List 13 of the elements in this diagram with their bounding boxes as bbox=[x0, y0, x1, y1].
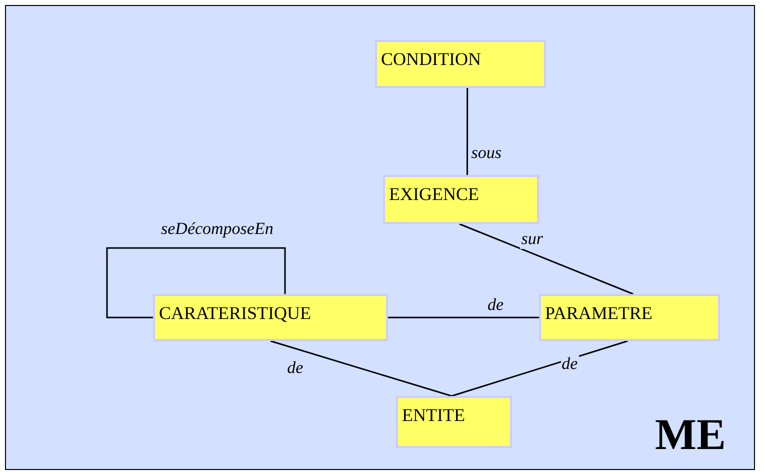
connector-line bbox=[388, 316, 539, 318]
edge-label: seDécomposeEn bbox=[160, 219, 274, 239]
connector-line bbox=[466, 88, 468, 175]
connector-line bbox=[459, 223, 634, 295]
connector-line bbox=[106, 247, 286, 318]
diagram-tag: ME bbox=[655, 410, 726, 460]
entity-box: CONDITION bbox=[375, 40, 546, 88]
entity-box: ENTITE bbox=[396, 396, 512, 448]
connector-line bbox=[451, 340, 628, 397]
entity-box: EXIGENCE bbox=[383, 175, 539, 224]
entity-box: CARATERISTIQUE bbox=[153, 294, 388, 341]
entity-box: PARAMETRE bbox=[539, 294, 720, 341]
connector-line bbox=[270, 340, 452, 397]
